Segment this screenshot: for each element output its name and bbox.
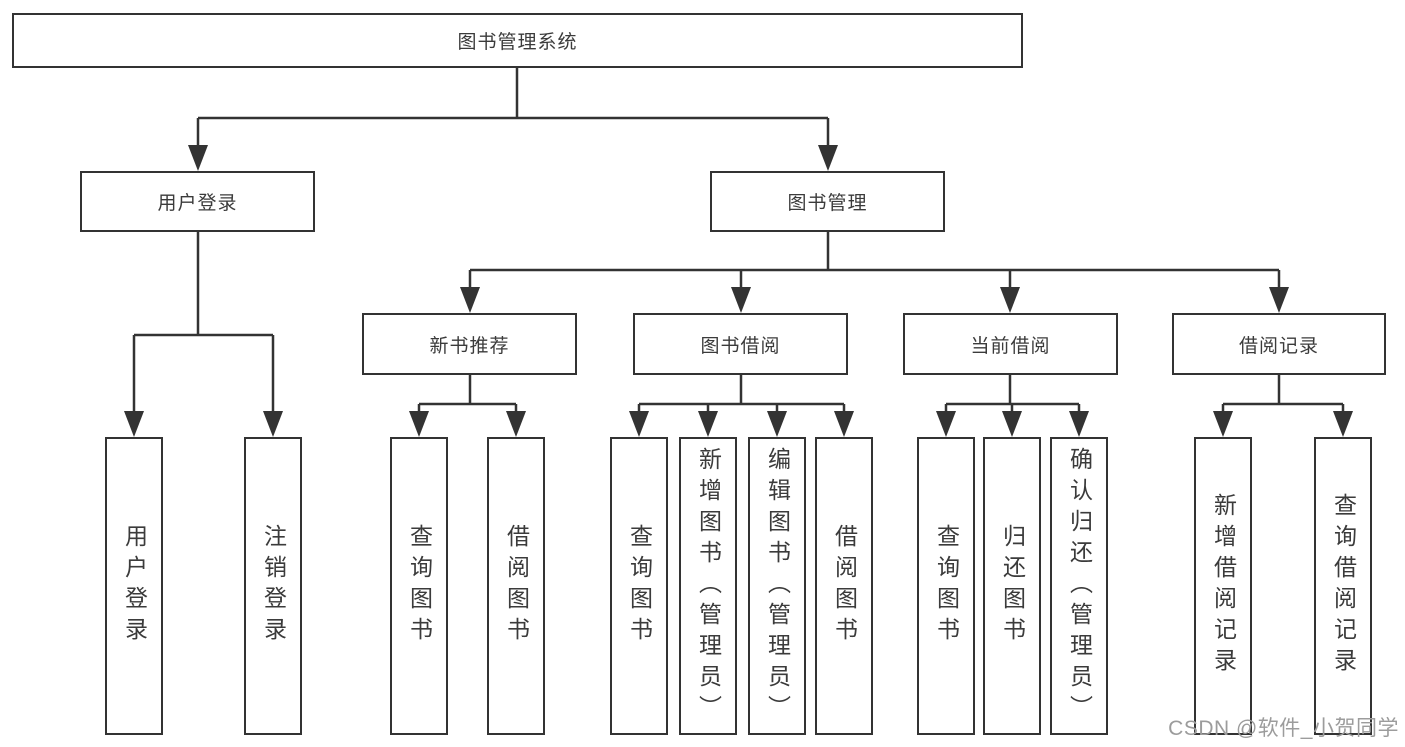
leaf-add-borrow-record: 新增借阅记录 <box>1194 437 1252 735</box>
leaf-query-books-borrowing: 查询图书 <box>610 437 668 735</box>
leaf-borrow-books-borrowing: 借阅图书 <box>815 437 873 735</box>
node-library-system: 图书管理系统 <box>12 13 1023 68</box>
node-current-borrowing: 当前借阅 <box>903 313 1118 375</box>
node-book-management: 图书管理 <box>710 171 945 232</box>
node-borrowing-records: 借阅记录 <box>1172 313 1386 375</box>
watermark: CSDN @软件_小贺同学 <box>1168 717 1399 740</box>
leaf-add-book-admin: 新增图书（管理员） <box>679 437 737 735</box>
leaf-confirm-return-admin: 确认归还（管理员） <box>1050 437 1108 735</box>
leaf-query-books-current: 查询图书 <box>917 437 975 735</box>
leaf-logout: 注销登录 <box>244 437 302 735</box>
leaf-return-books: 归还图书 <box>983 437 1041 735</box>
node-user-login: 用户登录 <box>80 171 315 232</box>
leaf-user-login: 用户登录 <box>105 437 163 735</box>
leaf-borrow-books-recommend: 借阅图书 <box>487 437 545 735</box>
leaf-query-books-recommend: 查询图书 <box>390 437 448 735</box>
node-new-book-recommend: 新书推荐 <box>362 313 577 375</box>
leaf-edit-book-admin: 编辑图书（管理员） <box>748 437 806 735</box>
leaf-query-borrow-record: 查询借阅记录 <box>1314 437 1372 735</box>
node-book-borrowing: 图书借阅 <box>633 313 848 375</box>
